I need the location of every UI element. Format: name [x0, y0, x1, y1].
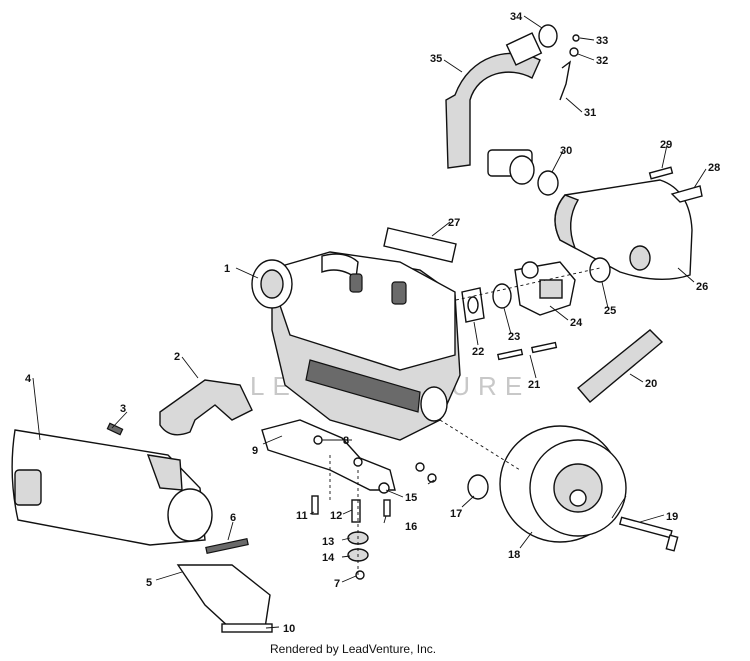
part-28-bracket — [670, 185, 703, 203]
callout-33: 33 — [596, 35, 608, 47]
callout-34: 34 — [510, 11, 523, 23]
part-30-clamp — [537, 170, 559, 196]
callout-25: 25 — [604, 305, 616, 317]
part-21-pins — [497, 341, 558, 361]
callout-27: 27 — [448, 217, 460, 229]
part-19-bolt — [618, 516, 679, 552]
part-31-33-fasteners — [559, 34, 580, 101]
callout-7: 7 — [334, 578, 340, 590]
callout-13: 13 — [322, 536, 334, 548]
part-22-gasket — [461, 287, 485, 323]
part-17-boss — [467, 474, 489, 500]
callout-18: 18 — [508, 549, 520, 561]
callout-11: 11 — [296, 510, 308, 522]
part-25-clamp — [589, 257, 611, 283]
callout-1: 1 — [224, 263, 230, 275]
callout-24: 24 — [570, 317, 583, 329]
leader-lines — [32, 15, 707, 629]
callout-26: 26 — [696, 281, 708, 293]
callout-3: 3 — [120, 403, 126, 415]
part-24-carburetor — [514, 261, 576, 316]
callout-23: 23 — [508, 331, 520, 343]
callout-17: 17 — [450, 508, 462, 520]
callout-8: 8 — [343, 435, 349, 447]
part-9-mount-plate — [261, 419, 396, 491]
callout-15: 15 — [405, 492, 417, 504]
part-4-muffler — [11, 429, 213, 546]
callout-14: 14 — [322, 552, 335, 564]
callout-5: 5 — [146, 577, 152, 589]
mount-hardware — [311, 435, 437, 580]
part-5-shield — [176, 564, 271, 629]
callout-16: 16 — [405, 521, 417, 533]
callout-30: 30 — [560, 145, 572, 157]
callout-9: 9 — [252, 445, 258, 457]
callout-22: 22 — [472, 346, 484, 358]
assembly-centerlines — [329, 267, 601, 575]
part-35-intake-hose — [445, 32, 543, 185]
callout-10: 10 — [283, 623, 295, 635]
callout-32: 32 — [596, 55, 608, 67]
part-23-ring — [492, 283, 512, 309]
part-6-spring — [205, 537, 249, 555]
callout-12: 12 — [330, 510, 342, 522]
part-29-bolt — [648, 166, 674, 180]
callout-4: 4 — [25, 373, 32, 385]
callout-20: 20 — [645, 378, 657, 390]
part-1-engine — [251, 251, 461, 441]
callout-2: 2 — [174, 351, 180, 363]
callout-35: 35 — [430, 53, 442, 65]
part-10-strap — [221, 623, 273, 633]
part-2-manifold — [159, 379, 253, 436]
part-34-clamp — [538, 24, 558, 48]
callout-6: 6 — [230, 512, 236, 524]
part-18-clutch — [499, 425, 627, 543]
footer-credit: Rendered by LeadVenture, Inc. — [270, 642, 436, 656]
part-20-belt — [576, 329, 664, 403]
callout-21: 21 — [528, 379, 540, 391]
callout-28: 28 — [708, 162, 720, 174]
callout-31: 31 — [584, 107, 596, 119]
part-26-airbox — [554, 179, 693, 281]
callout-29: 29 — [660, 139, 672, 151]
part-3-spring — [106, 422, 124, 436]
part-27-strip — [383, 227, 457, 263]
callout-19: 19 — [666, 511, 678, 523]
callout-labels: 1 2 3 4 5 6 7 8 9 10 11 12 13 14 15 16 1… — [25, 11, 720, 635]
